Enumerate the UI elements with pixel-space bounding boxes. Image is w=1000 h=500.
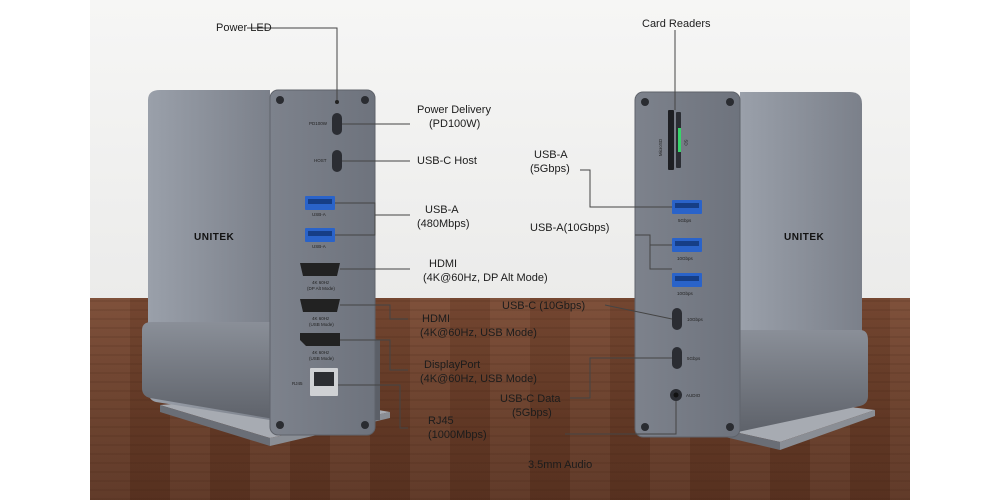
label-power-delivery: Power Delivery (PD100W) — [417, 104, 491, 130]
label-usba-5g: USB-A (5Gbps) — [530, 149, 570, 175]
product-photo: UNITEK UNITEK PD100W HOST USB-A USB-A 4K… — [90, 0, 910, 500]
port-text-dp: 4K 60Hz — [312, 350, 330, 355]
label-displayport: DisplayPort (4K@60Hz, USB Mode) — [420, 359, 537, 385]
port-text-usba2: USB-A — [312, 244, 326, 249]
label-card-readers: Card Readers — [642, 18, 711, 30]
port-text-hdmi2b: (USB Mode) — [309, 322, 334, 327]
label-power-led: Power LED — [216, 22, 272, 34]
right-dock — [634, 91, 875, 450]
label-usbc-10g: USB-C (10Gbps) — [502, 300, 586, 312]
port-text-hdmi2: 4K 60Hz — [312, 316, 330, 321]
brand-logo-right: UNITEK — [784, 232, 825, 243]
label-usba-10g: USB-A(10Gbps) — [530, 222, 610, 234]
brand-logo-left: UNITEK — [194, 232, 235, 243]
port-text-host: HOST — [314, 158, 327, 163]
port-text-a10b: 10Gbps — [677, 291, 693, 296]
port-text-c5: 5Gbps — [687, 356, 701, 361]
port-text-dpb: (USB Mode) — [309, 356, 334, 361]
label-hdmi-dp: HDMI (4K@60Hz, DP Alt Mode) — [423, 258, 548, 284]
label-usbc-data: USB-C Data (5Gbps) — [500, 393, 561, 419]
port-text-c10: 10Gbps — [687, 317, 703, 322]
port-text-a10a: 10Gbps — [677, 256, 693, 261]
left-dock — [142, 89, 390, 446]
label-audio: 3.5mm Audio — [528, 459, 593, 471]
port-text-usba1: USB-A — [312, 212, 326, 217]
dock-illustration — [142, 27, 875, 450]
port-text-audio: AUDIO — [686, 393, 701, 398]
leader-lines — [247, 27, 677, 435]
port-text-micro: MicroSD — [658, 138, 664, 157]
label-hdmi-usb: HDMI (4K@60Hz, USB Mode) — [420, 313, 537, 339]
port-text-hdmi1: 4K 60Hz — [312, 280, 330, 285]
port-text-a5: 5Gbps — [678, 218, 692, 223]
port-text-sd: SD — [683, 139, 689, 146]
port-text-pd: PD100W — [309, 121, 328, 126]
label-rj45: RJ45 (1000Mbps) — [428, 415, 487, 441]
port-text-rj45: RJ45 — [292, 381, 303, 386]
label-usba-480: USB-A (480Mbps) — [417, 204, 470, 230]
label-usbc-host: USB-C Host — [417, 155, 477, 167]
port-text-hdmi1b: (DP Alt Mode) — [307, 286, 335, 291]
